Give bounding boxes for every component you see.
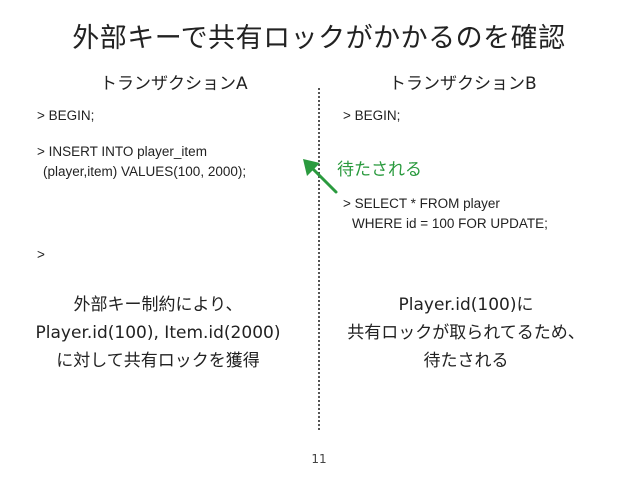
left-note: 外部キー制約により、 Player.id(100), Item.id(2000)…	[28, 291, 288, 375]
right-command-begin: > BEGIN;	[343, 108, 401, 123]
right-note-line: Player.id(100)に	[398, 295, 534, 315]
right-note-line: 共有ロックが取られてるため、	[347, 323, 585, 343]
page-number: 11	[311, 452, 327, 466]
transaction-b-heading: トランザクションB	[389, 74, 537, 94]
left-command-insert: > INSERT INTO player_item	[37, 144, 207, 159]
left-command-values: (player,item) VALUES(100, 2000);	[43, 164, 247, 179]
column-divider	[318, 88, 320, 430]
left-note-line: に対して共有ロックを獲得	[56, 351, 260, 371]
transaction-a-heading: トランザクションA	[100, 74, 248, 94]
left-note-line: 外部キー制約により、	[73, 295, 243, 315]
slide-title: 外部キーで共有ロックがかかるのを確認	[72, 23, 566, 54]
right-command-where: WHERE id = 100 FOR UPDATE;	[352, 216, 548, 231]
left-note-line: Player.id(100), Item.id(2000)	[35, 323, 281, 343]
right-note-line: 待たされる	[423, 351, 509, 371]
wait-label: 待たされる	[337, 160, 422, 180]
right-command-select: > SELECT * FROM player	[343, 196, 500, 211]
left-command-prompt: >	[37, 247, 45, 262]
wait-arrow-icon	[303, 159, 338, 194]
right-note: Player.id(100)に 共有ロックが取られてるため、 待たされる	[336, 291, 596, 375]
left-command-begin: > BEGIN;	[37, 108, 95, 123]
